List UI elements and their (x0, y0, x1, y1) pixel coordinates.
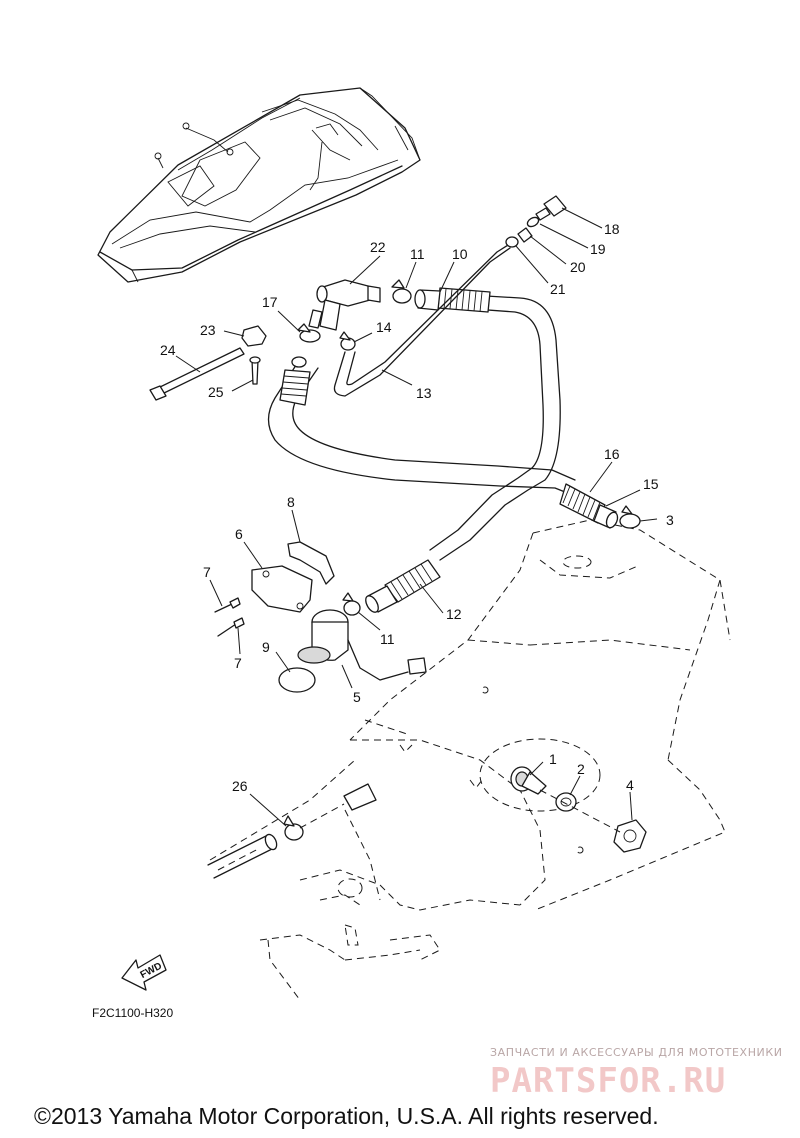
elbow-fitting-22 (308, 279, 381, 331)
callout-10: 10 (452, 246, 468, 262)
washer-19 (526, 216, 540, 228)
screw-7-upper (214, 597, 241, 613)
callout-23: 23 (200, 322, 216, 338)
drain-fitting-1 (510, 766, 547, 795)
callout-21: 21 (550, 281, 566, 297)
callout-1: 1 (549, 751, 557, 767)
watermark-brand: PARTSFOR.RU (490, 1061, 726, 1101)
copyright-notice: ©2013 Yamaha Motor Corporation, U.S.A. A… (34, 1103, 659, 1129)
watercraft-illustration (97, 87, 421, 283)
hose-clamp-26 (283, 815, 304, 841)
assembly-axis (539, 789, 621, 833)
rivet-25 (249, 356, 261, 385)
callout-12: 12 (446, 606, 462, 622)
leader-lines (175, 207, 658, 827)
band-8 (287, 541, 335, 585)
callout-11-lower: 11 (380, 631, 395, 647)
callout-2: 2 (577, 761, 585, 777)
joint-21 (505, 236, 519, 248)
screw-7-lower (217, 617, 245, 637)
callout-11-upper: 11 (410, 246, 425, 262)
washer-2 (555, 792, 577, 812)
callout-4: 4 (626, 777, 634, 793)
hose-clamp-11-lower (342, 592, 361, 616)
callout-20: 20 (570, 259, 586, 275)
drive-shaft (207, 783, 377, 879)
small-hose-13 (333, 239, 517, 397)
hose-clamp-3 (619, 505, 641, 529)
callout-5: 5 (353, 689, 361, 705)
main-hose (267, 291, 586, 561)
callout-3: 3 (666, 512, 674, 528)
callout-6: 6 (235, 526, 243, 542)
nut-4 (613, 819, 647, 853)
callout-labels: 1 2 3 4 5 6 7 7 8 9 10 11 11 12 13 14 15… (160, 221, 674, 794)
callout-25: 25 (208, 384, 224, 400)
hose-clamp-11-upper (391, 279, 412, 304)
callout-14: 14 (376, 319, 392, 335)
hose-end-15 (593, 504, 619, 529)
diagram-code: F2C1100-H320 (92, 1006, 173, 1020)
callout-9: 9 (262, 639, 270, 655)
callout-24: 24 (160, 342, 176, 358)
holder-23 (241, 325, 267, 347)
hose-elbow-corrugated (279, 356, 311, 406)
callout-15: 15 (643, 476, 659, 492)
fwd-arrow-icon: FWD (121, 954, 167, 991)
callout-17: 17 (262, 294, 278, 310)
callout-18: 18 (604, 221, 620, 237)
fitting-18 (535, 195, 567, 221)
cable-tie-24 (149, 347, 245, 401)
callout-26: 26 (232, 778, 248, 794)
callout-13: 13 (416, 385, 432, 401)
callout-7-lower: 7 (234, 655, 242, 671)
hose-clamp-14 (339, 331, 356, 351)
bilge-pump-5 (297, 609, 427, 681)
watermark-tagline: ЗАПЧАСТИ И АКСЕССУАРЫ ДЛЯ МОТОТЕХНИКИ (490, 1046, 783, 1059)
cap-9 (278, 667, 316, 693)
watermark: ЗАПЧАСТИ И АКСЕССУАРЫ ДЛЯ МОТОТЕХНИКИ PA… (490, 1046, 783, 1101)
callout-22: 22 (370, 239, 386, 255)
nut-20 (517, 227, 533, 243)
callout-16: 16 (604, 446, 620, 462)
bracket-6 (251, 565, 313, 613)
callout-7-upper: 7 (203, 564, 211, 580)
callout-8: 8 (287, 494, 295, 510)
bellows-hose-12 (365, 559, 441, 613)
hose-clamp-17 (297, 323, 321, 343)
callout-19: 19 (590, 241, 606, 257)
